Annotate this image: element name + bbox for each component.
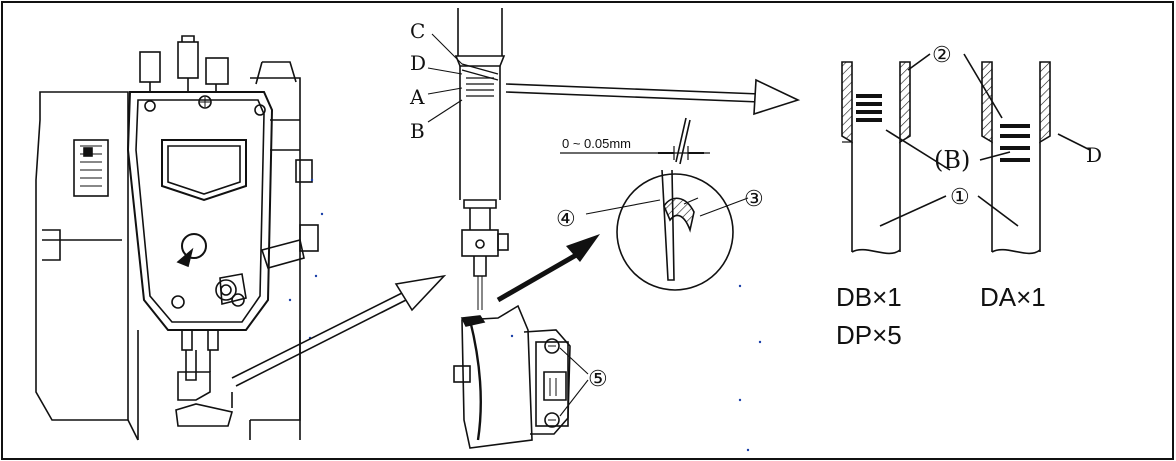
label-circled-1: ①	[950, 185, 970, 210]
gap-label: 0 ~ 0.05mm	[562, 136, 631, 151]
label-circled-3: ③	[744, 187, 764, 212]
gap-dimension	[560, 146, 710, 160]
label-a: A	[409, 85, 425, 109]
needle-bar-illustration	[454, 8, 509, 310]
magnify-arrow	[496, 234, 600, 303]
needle-comparison-detail	[841, 53, 1091, 255]
pointer-arrow-to-detail	[505, 78, 801, 116]
label-paren-b: (B)	[934, 146, 970, 174]
needle-type-right: DA×1	[980, 282, 1046, 312]
label-c: C	[410, 19, 425, 43]
magnified-needle-detail	[616, 117, 734, 291]
label-circled-5: ⑤	[588, 367, 608, 392]
pointer-arrow-to-needle	[231, 274, 447, 387]
label-circled-4: ④	[556, 207, 576, 232]
sewing-machine-head-illustration	[35, 35, 324, 441]
label-b: B	[410, 119, 425, 143]
hook-assembly-illustration	[453, 284, 762, 452]
label-d-right: D	[1086, 143, 1102, 167]
needle-type-left-2: DP×5	[836, 320, 902, 350]
label-d: D	[410, 51, 426, 75]
needle-type-left-1: DB×1	[836, 282, 902, 312]
leader-lines	[427, 33, 749, 417]
label-circled-2: ②	[932, 43, 952, 68]
